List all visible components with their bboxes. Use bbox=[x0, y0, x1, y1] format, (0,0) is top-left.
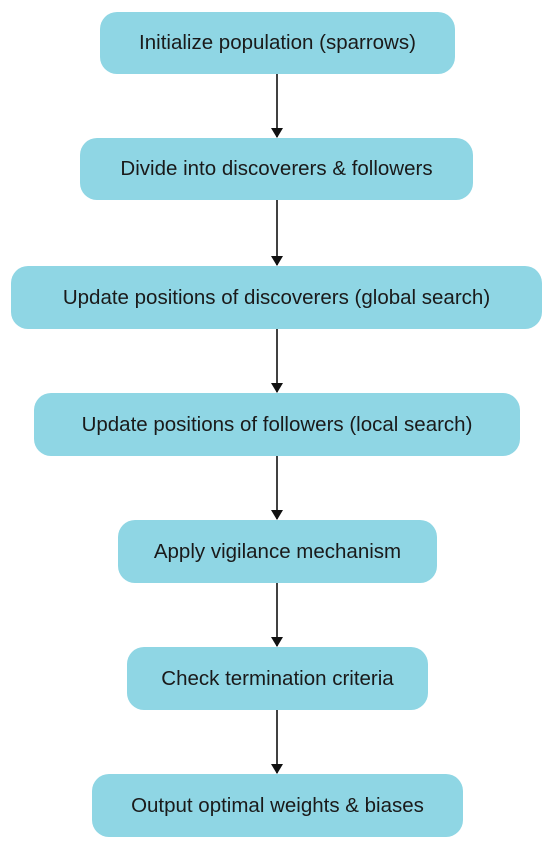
node-label: Check termination criteria bbox=[161, 666, 394, 690]
node-divide-population: Divide into discoverers & followers bbox=[80, 138, 473, 200]
node-update-discoverers: Update positions of discoverers (global … bbox=[11, 266, 542, 329]
node-label: Initialize population (sparrows) bbox=[139, 31, 416, 54]
node-initialize-population: Initialize population (sparrows) bbox=[100, 12, 455, 74]
node-output-result: Output optimal weights & biases bbox=[92, 774, 463, 837]
node-label: Apply vigilance mechanism bbox=[153, 539, 402, 563]
node-update-followers: Update positions of followers (local sea… bbox=[34, 393, 520, 456]
node-label: Output optimal weights & biases bbox=[131, 793, 424, 817]
node-vigilance-mechanism: Apply vigilance mechanism bbox=[118, 520, 437, 583]
node-label: Update positions of discoverers (global … bbox=[62, 285, 491, 309]
node-termination-check: Check termination criteria bbox=[127, 647, 428, 710]
node-label: Update positions of followers (local sea… bbox=[81, 412, 473, 436]
node-label: Divide into discoverers & followers bbox=[120, 157, 433, 180]
